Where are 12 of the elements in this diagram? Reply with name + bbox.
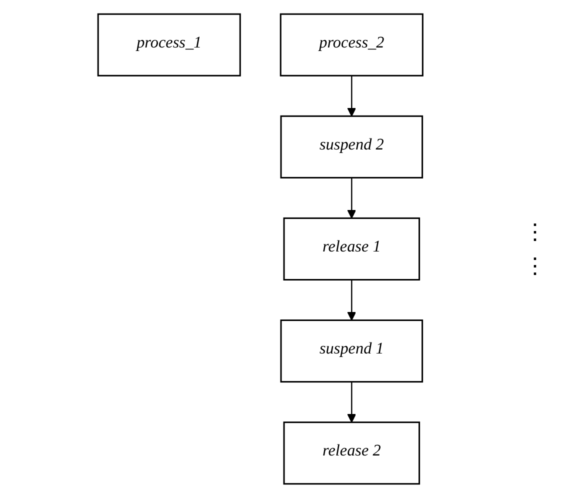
ellipsis-mark: ⋮ <box>524 219 546 245</box>
arrow <box>346 178 356 219</box>
node-box: suspend 1 <box>280 320 423 383</box>
node-box: release 1 <box>282 217 420 281</box>
node-box: process_1 <box>96 13 240 76</box>
node-box: release 2 <box>282 422 420 485</box>
ellipsis-mark: ⋮ <box>524 253 546 279</box>
arrow <box>346 76 356 117</box>
node-box: process_2 <box>280 13 424 76</box>
arrow <box>346 382 356 423</box>
arrow <box>346 280 356 321</box>
node-box: suspend 2 <box>280 115 423 178</box>
